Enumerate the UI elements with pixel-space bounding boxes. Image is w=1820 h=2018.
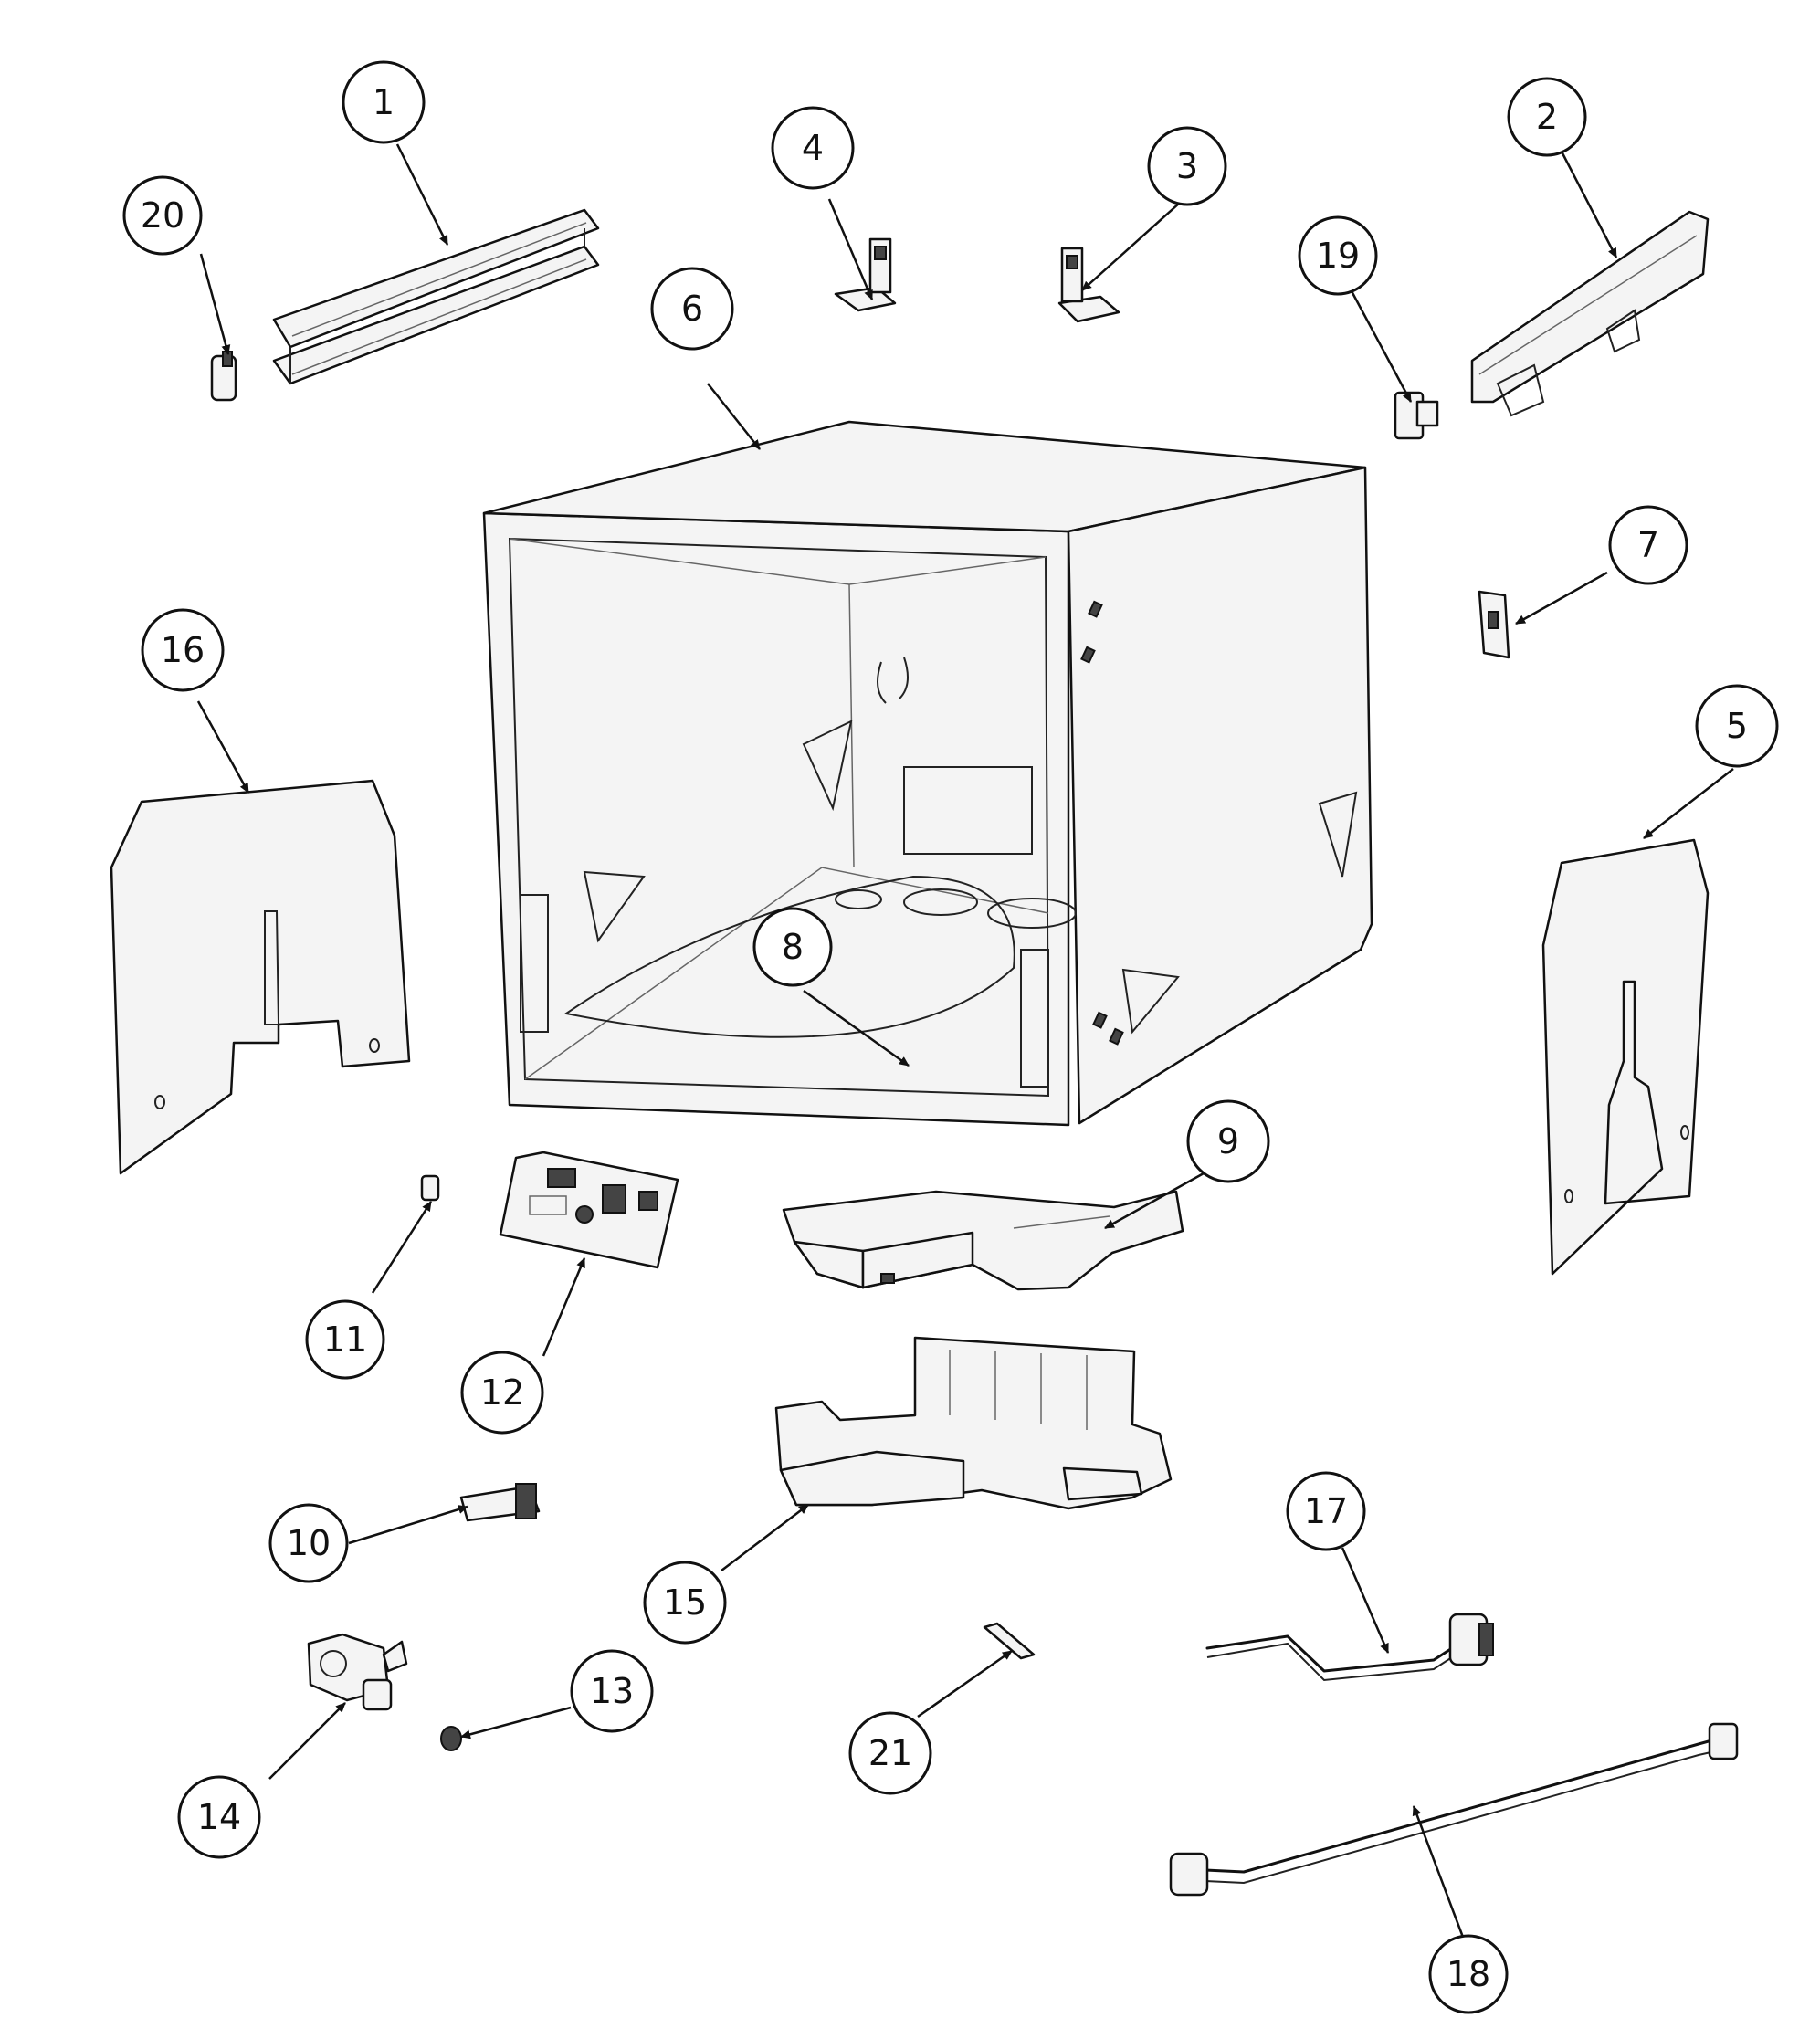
callout-18: 18 <box>1428 1934 1509 2014</box>
callout-label: 9 <box>1217 1121 1239 1161</box>
callout-3: 3 <box>1147 126 1227 206</box>
callout-8: 8 <box>752 907 833 987</box>
bracket-part-3 <box>1057 247 1120 323</box>
callout-label: 6 <box>681 289 703 329</box>
callout-label: 20 <box>141 195 184 236</box>
left-rack-rail <box>272 208 600 385</box>
callout-label: 15 <box>663 1582 707 1623</box>
callout-12: 12 <box>460 1351 544 1435</box>
base-frame <box>774 1336 1173 1510</box>
callout-16: 16 <box>141 608 225 692</box>
callout-label: 16 <box>161 630 205 670</box>
callout-10: 10 <box>268 1503 349 1583</box>
circuit-board <box>499 1151 679 1269</box>
callout-label: 1 <box>373 82 395 122</box>
callout-2: 2 <box>1507 77 1587 157</box>
callout-19: 19 <box>1298 215 1378 296</box>
callout-5: 5 <box>1695 684 1779 768</box>
bracket-part-7 <box>1478 590 1510 659</box>
heater-sensor-tube <box>1205 1613 1494 1682</box>
callout-4: 4 <box>771 106 855 190</box>
callout-label: 14 <box>197 1797 241 1837</box>
callout-13: 13 <box>570 1649 654 1733</box>
right-side-panel <box>1541 838 1710 1276</box>
sump-assembly <box>782 1190 1184 1291</box>
callout-17: 17 <box>1286 1471 1366 1551</box>
callout-label: 2 <box>1536 97 1558 137</box>
left-side-panel <box>110 779 411 1175</box>
inlet-valve <box>307 1633 408 1711</box>
callout-label: 10 <box>287 1523 331 1563</box>
callout-label: 13 <box>590 1671 634 1711</box>
fitting-part-11 <box>420 1174 440 1202</box>
callout-9: 9 <box>1186 1099 1270 1183</box>
callout-1: 1 <box>342 60 426 144</box>
callout-label: 5 <box>1726 706 1748 746</box>
switch-part-10 <box>459 1483 541 1522</box>
callout-7: 7 <box>1608 505 1688 585</box>
clip-part-19 <box>1394 391 1439 440</box>
tub-front-frame <box>482 511 1070 1127</box>
clip-part-20 <box>210 351 237 402</box>
callout-20: 20 <box>122 175 203 256</box>
callout-11: 11 <box>305 1299 385 1380</box>
drain-hose <box>1169 1722 1739 1897</box>
callout-21: 21 <box>848 1711 932 1795</box>
leader-lines <box>196 143 1734 1962</box>
tub-cabinet <box>482 420 1373 1127</box>
clip-part-21 <box>983 1622 1036 1660</box>
callout-label: 19 <box>1316 236 1360 276</box>
right-rack-rail <box>1470 210 1710 417</box>
tub-side <box>1067 466 1373 1125</box>
callout-label: 17 <box>1304 1491 1348 1531</box>
callout-6: 6 <box>650 267 734 351</box>
callout-label: 7 <box>1637 525 1659 565</box>
callout-14: 14 <box>177 1775 261 1859</box>
callout-label: 4 <box>802 128 824 168</box>
callout-label: 21 <box>868 1733 912 1773</box>
callout-label: 8 <box>782 927 804 967</box>
callout-label: 11 <box>323 1319 367 1360</box>
bracket-part-4 <box>834 237 897 312</box>
callout-label: 18 <box>1447 1954 1490 1994</box>
cap-part-13 <box>440 1726 462 1751</box>
callout-15: 15 <box>643 1561 727 1645</box>
callout-label: 12 <box>480 1372 524 1413</box>
callout-label: 3 <box>1176 146 1198 186</box>
